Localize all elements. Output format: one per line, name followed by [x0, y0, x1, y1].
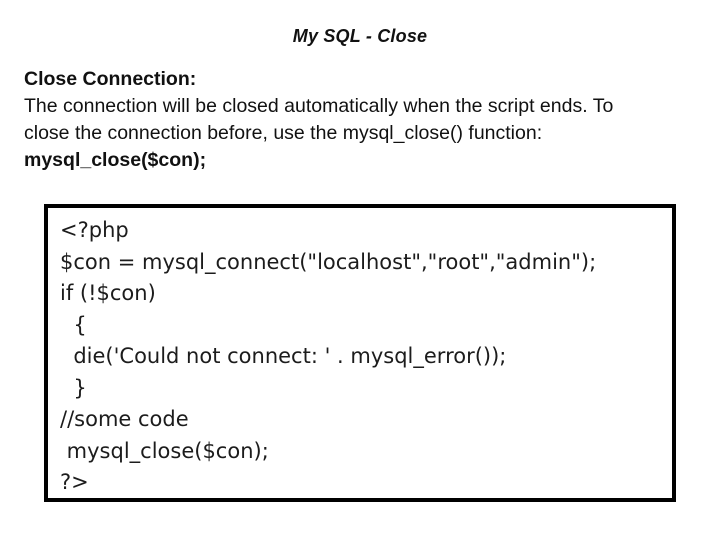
- code-line: $con = mysql_connect("localhost","root",…: [60, 249, 597, 274]
- intro-heading: Close Connection:: [24, 68, 197, 90]
- code-line: if (!$con): [60, 281, 156, 305]
- code-line: {: [60, 312, 87, 337]
- slide-title: My SQL - Close: [292, 26, 428, 46]
- intro-code-statement: mysql_close($con);: [24, 149, 207, 171]
- intro-line-1: The connection will be closed automatica…: [24, 95, 614, 117]
- code-line: die('Could not connect: ' . mysql_error(…: [60, 344, 507, 368]
- code-line: ?>: [60, 470, 89, 494]
- code-line: }: [60, 375, 87, 400]
- intro-line-2: close the connection before, use the mys…: [24, 122, 543, 144]
- code-box: <?php $con = mysql_connect("localhost","…: [44, 204, 676, 502]
- code-line: //some code: [60, 407, 189, 431]
- code-line: mysql_close($con);: [60, 438, 269, 463]
- intro-text: Close Connection: The connection will be…: [24, 66, 700, 174]
- code-line: <?php: [60, 218, 129, 242]
